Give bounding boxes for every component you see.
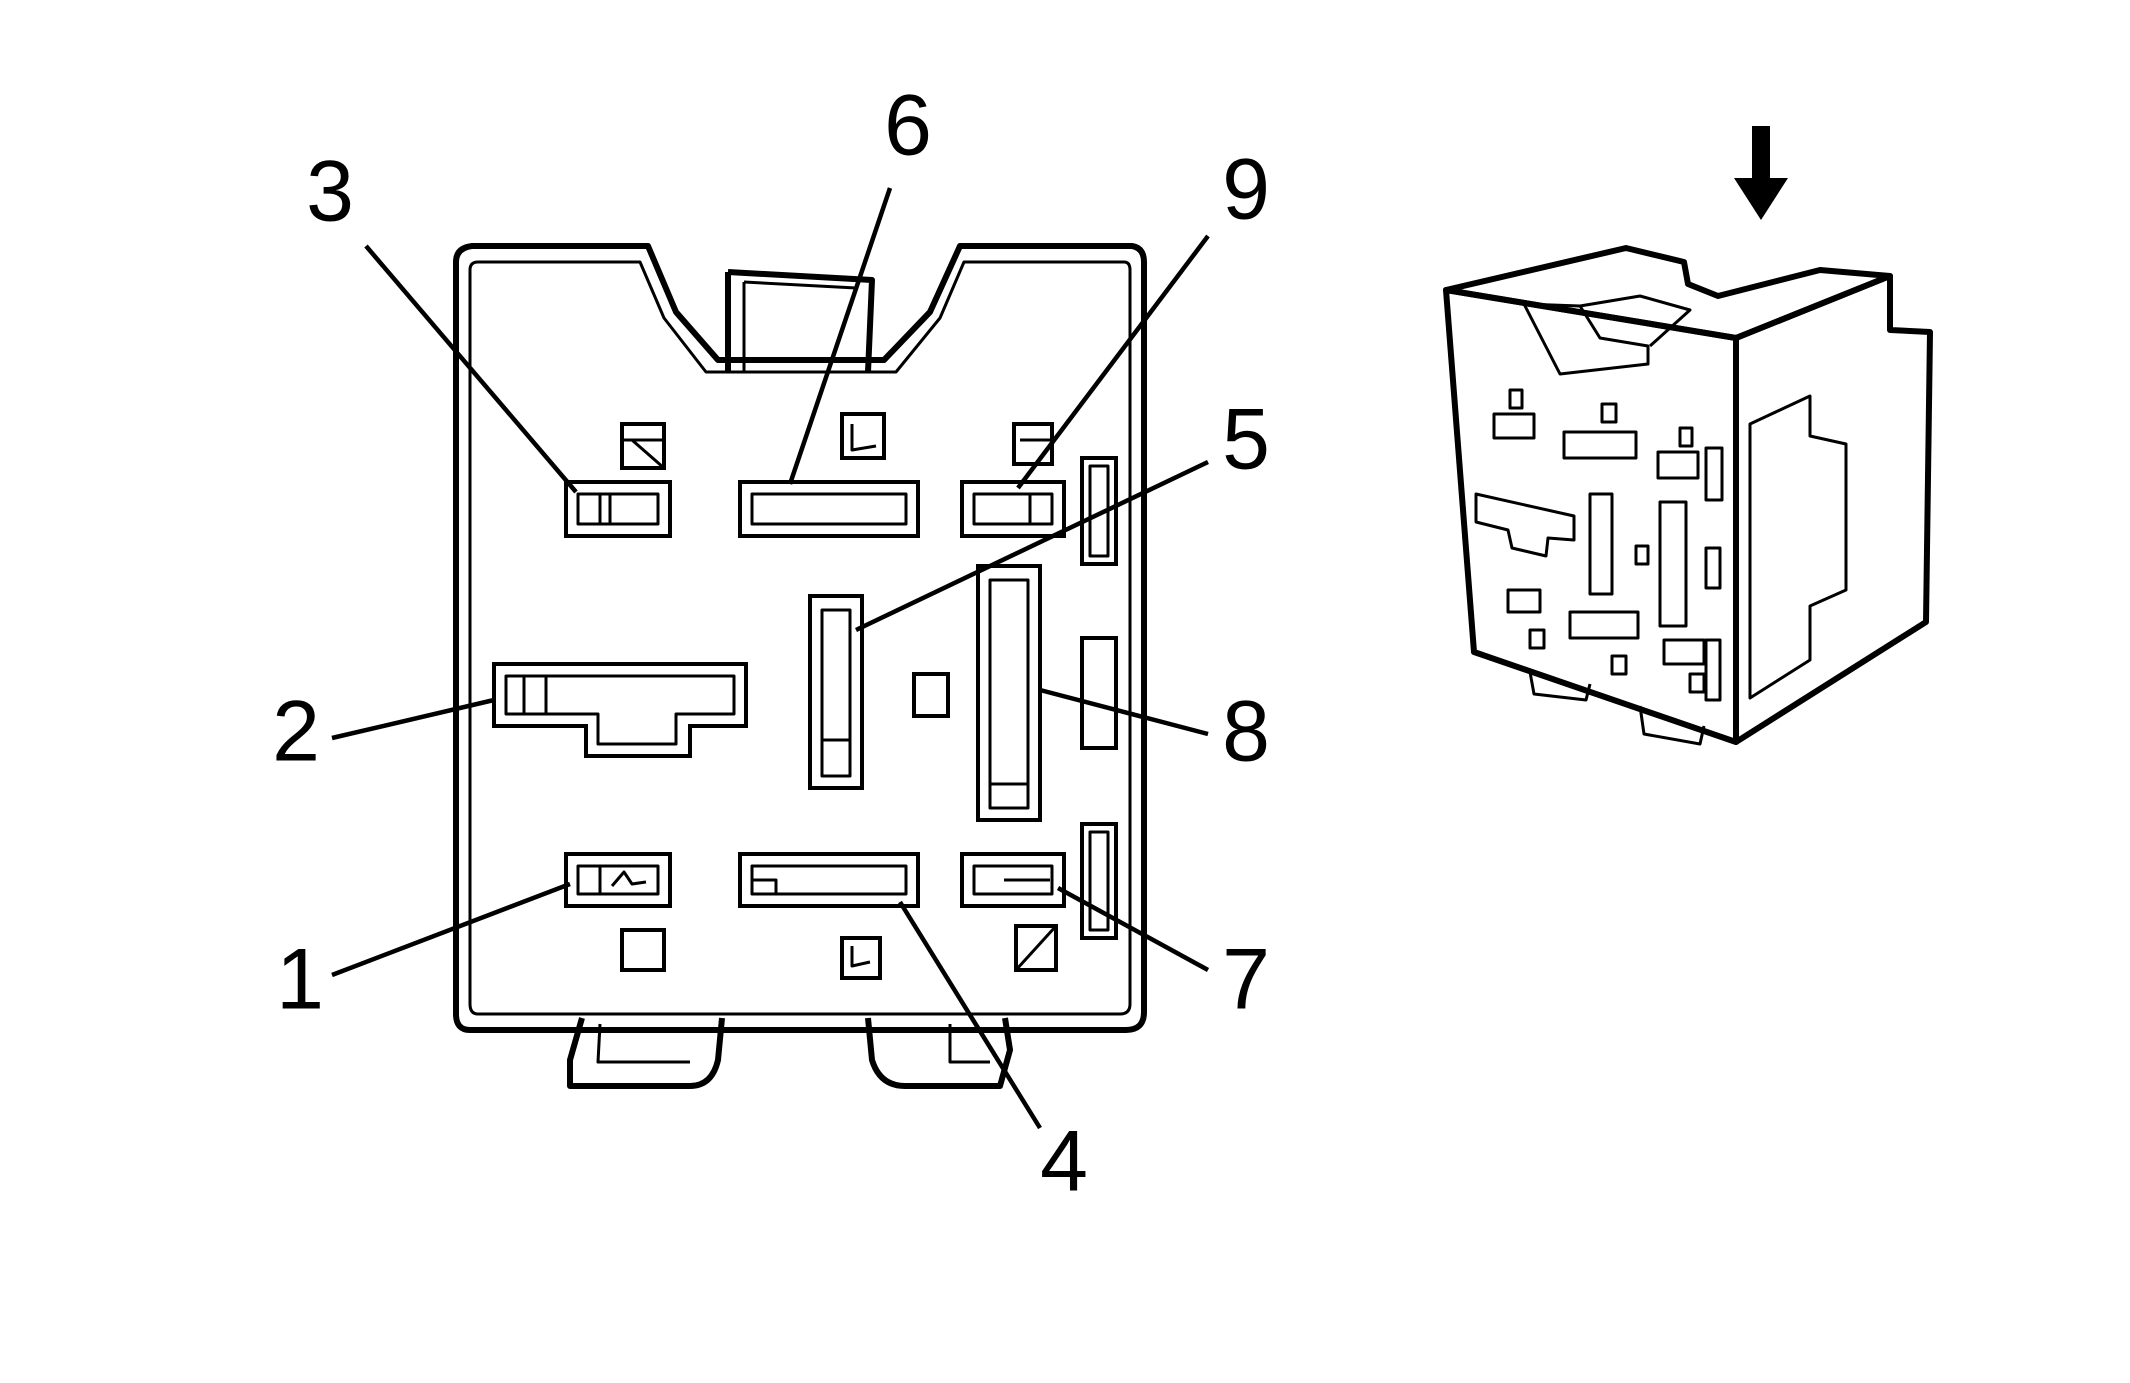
key-square (840, 412, 886, 460)
leader-line-8 (1039, 687, 1209, 737)
down-arrow-icon (1734, 126, 1788, 220)
cavity-3 (564, 480, 672, 538)
pin-label-8: 8 (1222, 684, 1270, 780)
key-square (840, 936, 882, 980)
leader-line-1 (331, 881, 571, 978)
leader-line-9 (1016, 234, 1210, 490)
pin-label-1: 1 (276, 932, 324, 1028)
pin-label-4: 4 (1040, 1114, 1088, 1210)
bottom-latch-left (567, 1017, 725, 1089)
side-rail (1080, 456, 1118, 566)
bottom-latch-right (865, 1017, 1013, 1089)
leader-line-3 (364, 244, 578, 494)
iso-side-face (1733, 273, 1933, 745)
cavity-2 (492, 662, 748, 758)
cavity-9 (960, 480, 1066, 538)
iso-top-face (1443, 245, 1893, 341)
cavity-4 (738, 852, 920, 908)
pin-label-3: 3 (306, 144, 354, 240)
side-rail (1080, 636, 1118, 750)
pin-label-5: 5 (1222, 392, 1270, 488)
cavity-5 (808, 594, 864, 790)
key-square (912, 672, 950, 718)
housing-outline (453, 243, 1147, 1033)
cavity-6 (738, 480, 920, 538)
side-rail (1080, 822, 1118, 940)
pin-label-9: 9 (1222, 142, 1270, 238)
cavity-8 (976, 564, 1042, 822)
top-latch (725, 269, 875, 373)
leader-line-4 (898, 900, 1042, 1130)
cavity-7 (960, 852, 1066, 908)
leader-line-5 (855, 459, 1209, 633)
leader-line-7 (1056, 886, 1210, 972)
leader-line-6 (787, 187, 893, 485)
connector-face-view: 3 6 9 5 2 8 1 7 4 (272, 78, 1270, 1210)
cavity-1 (564, 852, 672, 908)
pin-label-2: 2 (272, 684, 320, 780)
leader-line-2 (331, 697, 495, 741)
pin-label-7: 7 (1222, 932, 1270, 1028)
housing-inner (468, 260, 1132, 1016)
connector-isometric-view (1443, 126, 1933, 746)
pin-label-6: 6 (884, 78, 932, 174)
key-square (620, 928, 666, 972)
key-square (1012, 422, 1054, 466)
